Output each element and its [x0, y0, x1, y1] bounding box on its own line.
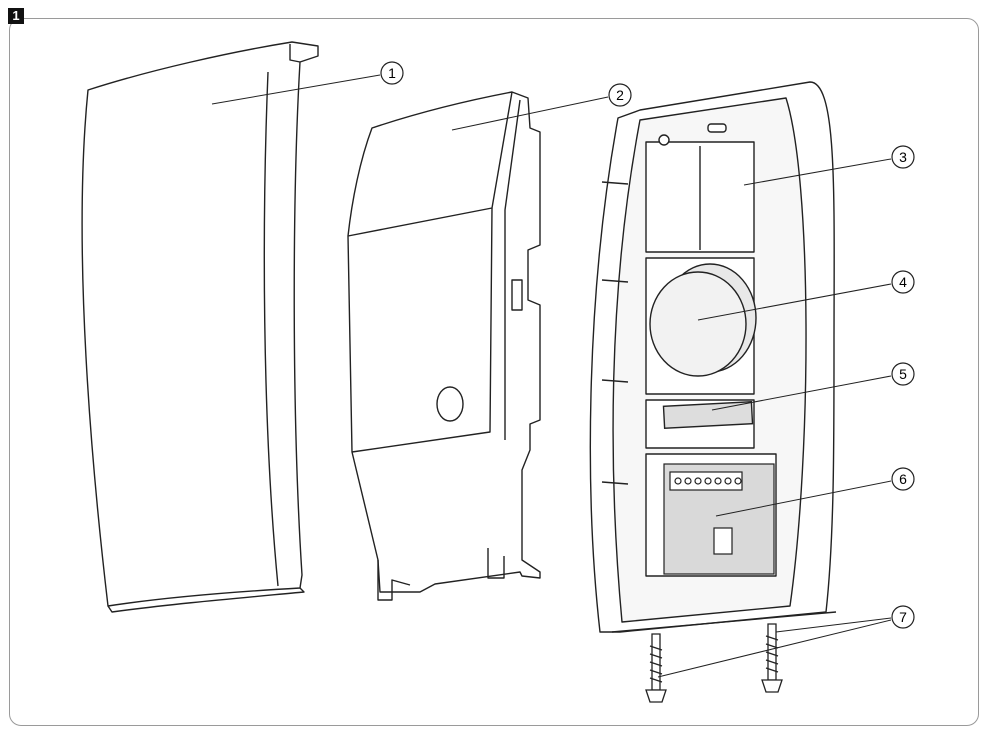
callout-circle-5 — [891, 362, 915, 386]
leader-line-6 — [715, 480, 892, 517]
leader-line-1 — [211, 74, 381, 105]
inner-cover — [347, 91, 541, 601]
callout-2: 2 — [608, 83, 632, 107]
callout-circle-7 — [891, 605, 915, 629]
leader-line-7b — [657, 619, 892, 678]
callout-circle-4 — [891, 270, 915, 294]
callout-5: 5 — [891, 362, 915, 386]
screw-left — [645, 633, 667, 703]
callout-1: 1 — [380, 61, 404, 85]
callout-7: 7 — [891, 605, 915, 629]
callout-label-2: 2 — [616, 87, 624, 103]
callout-label-1: 1 — [388, 65, 396, 81]
figure-frame — [9, 18, 979, 726]
callout-circle-3 — [891, 145, 915, 169]
callouts: 1 2 3 4 5 6 7 — [380, 61, 915, 629]
callout-label-7: 7 — [899, 609, 907, 625]
callout-circle-6 — [891, 467, 915, 491]
callout-label-5: 5 — [899, 366, 907, 382]
leader-line-5 — [711, 375, 892, 411]
front-cover — [81, 41, 319, 613]
callout-label-4: 4 — [899, 274, 907, 290]
circuit-board — [663, 463, 775, 575]
callout-4: 4 — [891, 270, 915, 294]
leader-line-3 — [743, 158, 892, 186]
callout-label-3: 3 — [899, 149, 907, 165]
leader-line-2 — [451, 96, 609, 131]
callout-circle-2 — [608, 83, 632, 107]
callout-label-6: 6 — [899, 471, 907, 487]
callout-6: 6 — [891, 467, 915, 491]
screw-right — [761, 623, 783, 693]
callout-3: 3 — [891, 145, 915, 169]
callout-circle-1 — [380, 61, 404, 85]
figure-number-badge: 1 — [8, 8, 24, 24]
connector-strip — [662, 400, 754, 430]
leader-line-4 — [697, 283, 892, 321]
leader-lines — [211, 74, 892, 678]
leader-line-7a — [775, 617, 892, 633]
